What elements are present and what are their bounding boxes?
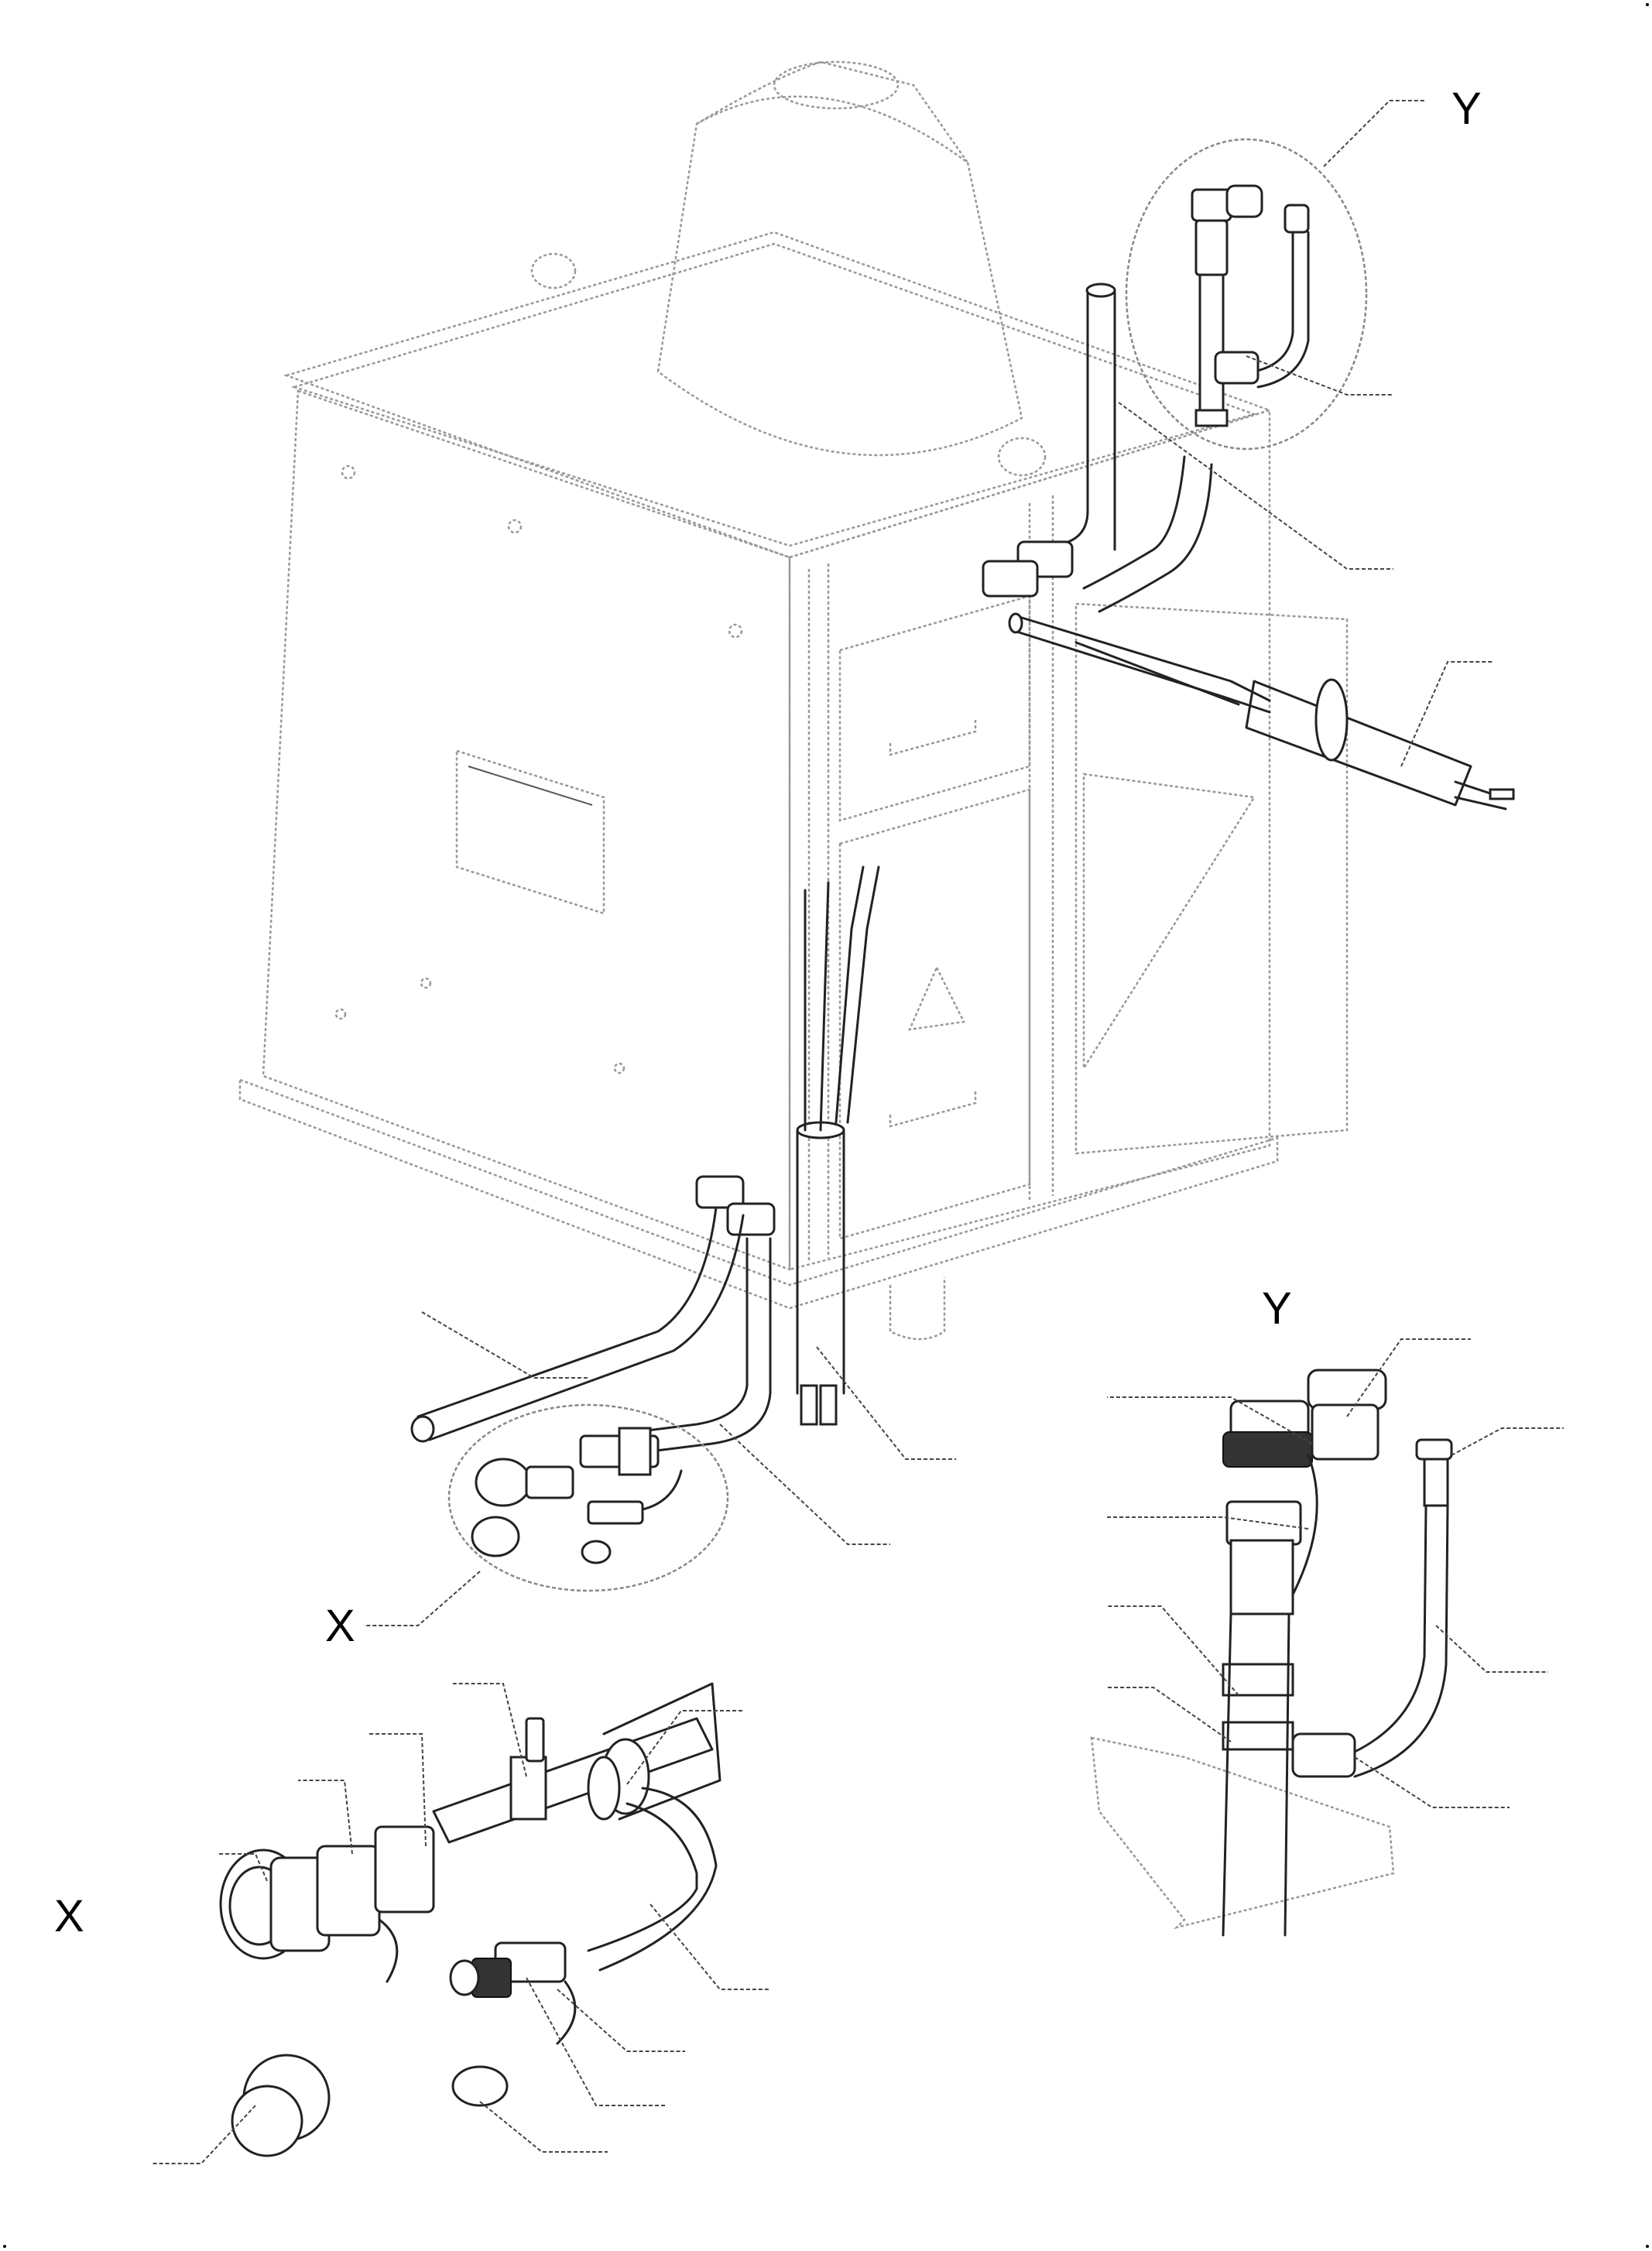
view-label-y-detail: Y xyxy=(1262,1283,1292,1334)
leader-lower-3 xyxy=(816,1346,956,1460)
leader-x-5 xyxy=(626,1710,743,1785)
view-label-x-detail: X xyxy=(54,1891,84,1941)
leader-x-6 xyxy=(649,1903,770,1990)
detail-circle-y-top xyxy=(1125,138,1368,451)
leader-x-4 xyxy=(453,1683,527,1777)
leader-y-3 xyxy=(1346,1338,1471,1417)
leader-x-8 xyxy=(526,1977,666,2106)
corner-mark-bottom-left xyxy=(3,2245,6,2248)
leader-x-9 xyxy=(151,2105,256,2164)
leader-x-7 xyxy=(557,1989,685,2052)
corner-mark-top-right xyxy=(1646,3,1649,6)
leader-x-2 xyxy=(298,1780,353,1855)
detail-circle-x-mid xyxy=(447,1403,729,1592)
upper-cable-assembly xyxy=(982,283,1515,810)
leader-y-2 xyxy=(1107,1516,1309,1530)
leader-lower-2 xyxy=(719,1424,890,1545)
leader-upper-3 xyxy=(1400,661,1494,767)
leader-y-6 xyxy=(1435,1625,1548,1673)
detail-view-y xyxy=(1090,1369,1453,1937)
leader-x-mid xyxy=(364,1571,481,1626)
view-label-x-mid: X xyxy=(325,1601,355,1651)
corner-mark-bottom-right xyxy=(1646,2245,1649,2248)
leader-y-1 xyxy=(1107,1396,1313,1444)
leader-y-7 xyxy=(1107,1687,1232,1742)
leader-y-4 xyxy=(1451,1427,1564,1456)
leader-y-top xyxy=(1323,100,1424,167)
leader-y-8 xyxy=(1354,1756,1510,1808)
leader-y-5 xyxy=(1107,1605,1239,1696)
view-label-y-top: Y xyxy=(1451,84,1482,134)
cabinet-unit xyxy=(238,60,1349,1341)
leader-x-1 xyxy=(217,1853,268,1882)
leader-upper-1 xyxy=(1246,355,1393,396)
leader-upper-2 xyxy=(1118,402,1393,570)
leader-x-3 xyxy=(368,1733,427,1847)
leader-lower-1 xyxy=(421,1311,588,1379)
leader-x-10 xyxy=(479,2101,608,2153)
detail-view-x xyxy=(219,1682,721,2157)
lower-cable-assembly xyxy=(410,865,880,1453)
